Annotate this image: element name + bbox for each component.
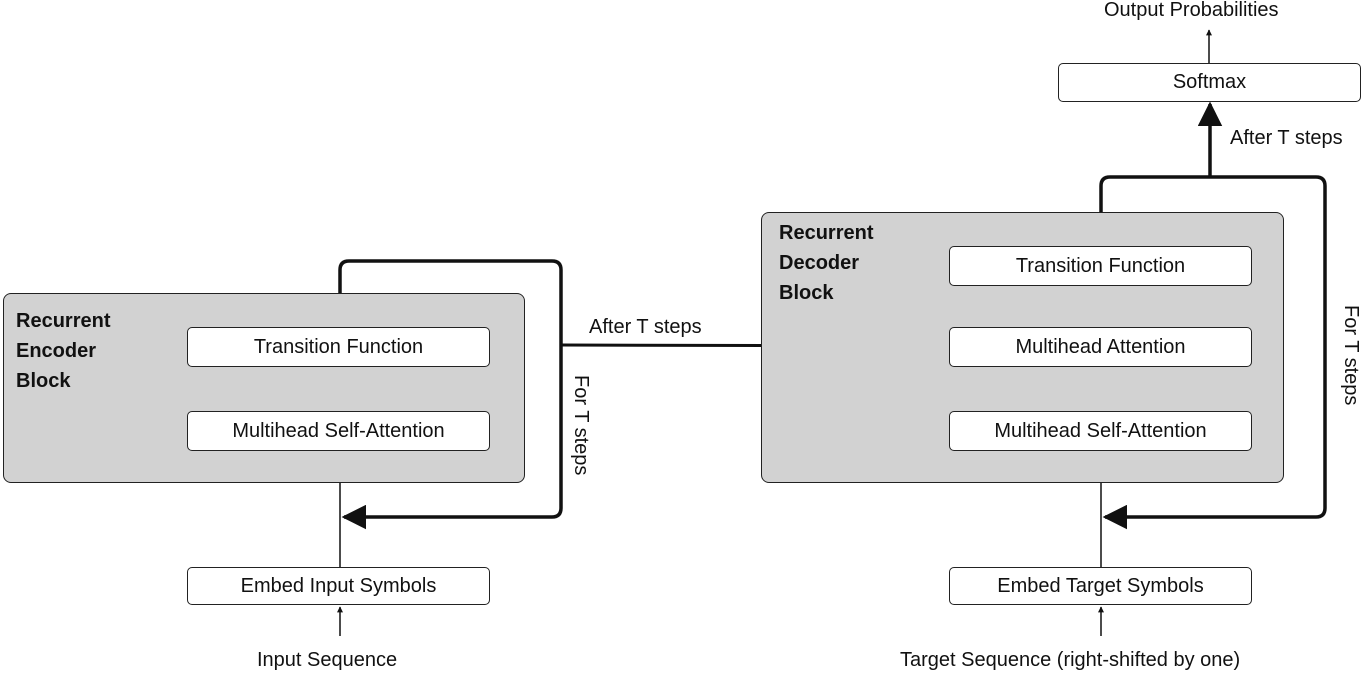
decoder-recurrence-loop bbox=[1099, 175, 1327, 530]
output-after-steps-label: After T steps bbox=[1230, 127, 1343, 149]
embed-target-symbols: Embed Target Symbols bbox=[949, 567, 1252, 605]
encoder-to-decoder-label: After T steps bbox=[589, 316, 702, 338]
decoder-loop-label: For T steps bbox=[1340, 305, 1362, 406]
embed-input-symbols: Embed Input Symbols bbox=[187, 567, 490, 605]
encoder-loop-label: For T steps bbox=[570, 375, 592, 476]
encoder-block-title: Recurrent Encoder Block bbox=[16, 310, 111, 392]
decoder-transition-function: Transition Function bbox=[949, 246, 1252, 286]
decoder-self-attention: Multihead Self-Attention bbox=[949, 411, 1252, 451]
target-sequence-label: Target Sequence (right-shifted by one) bbox=[900, 649, 1241, 671]
decoder-block-title: Recurrent Decoder Block bbox=[779, 222, 874, 304]
encoder-block: Recurrent Encoder Block bbox=[3, 293, 525, 483]
encoder-transition-function: Transition Function bbox=[187, 327, 490, 367]
output-probabilities-label: Output Probabilities bbox=[1104, 0, 1279, 21]
input-sequence-label: Input Sequence bbox=[257, 649, 398, 671]
encoder-recurrence-loop bbox=[338, 259, 563, 530]
decoder-cross-attention: Multihead Attention bbox=[949, 327, 1252, 367]
encoder-self-attention: Multihead Self-Attention bbox=[187, 411, 490, 451]
softmax-box: Softmax bbox=[1058, 63, 1361, 102]
